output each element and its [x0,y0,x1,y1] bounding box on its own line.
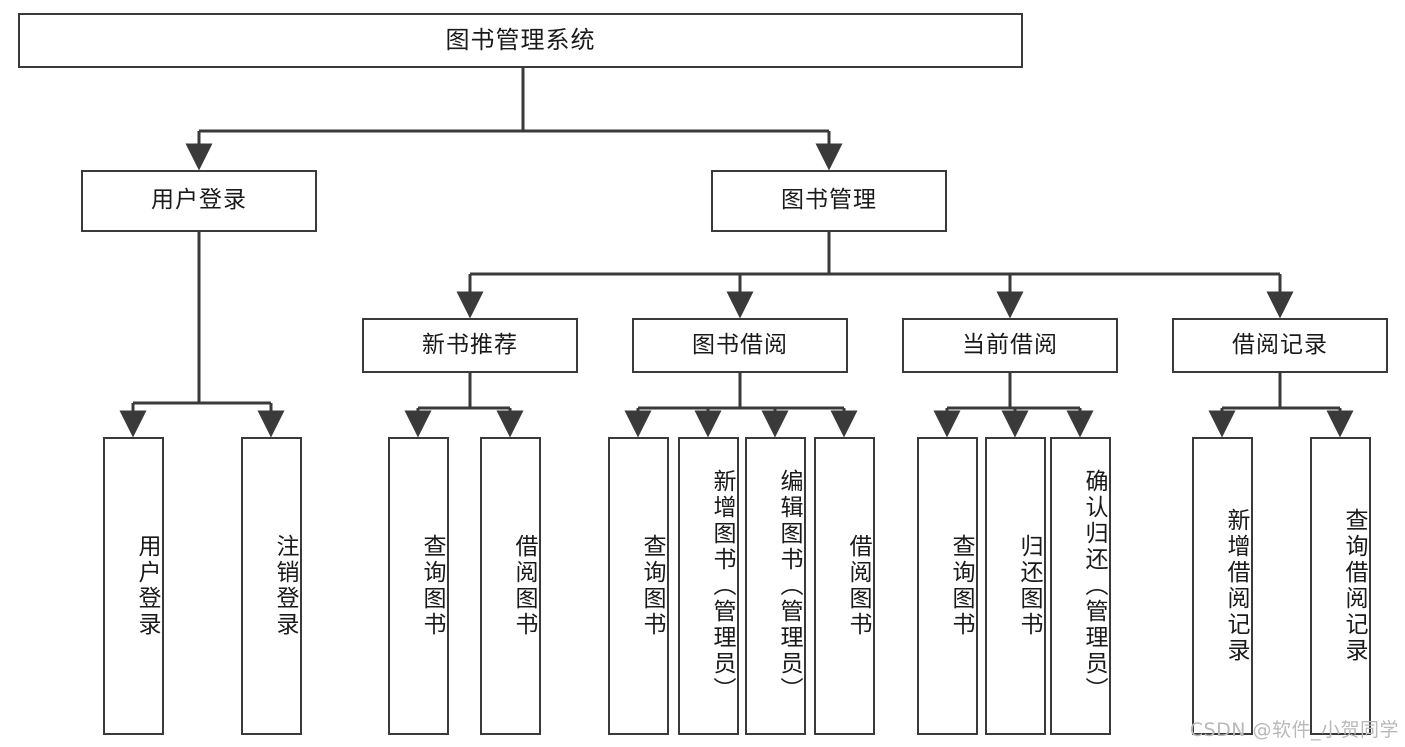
node-user-login-label: 用户登录 [151,187,247,214]
node-leaf-add-borrow-record-label: 新增借阅记录 [1223,508,1249,664]
node-leaf-return-book-label: 归还图书 [1016,534,1042,638]
node-leaf-confirm-return-admin-label: 确认归还（管理员） [1081,469,1107,703]
node-borrow-record-label: 借阅记录 [1232,331,1328,358]
node-leaf-query-borrow-record[interactable]: 查询借阅记录 [1310,437,1371,735]
node-borrow-record[interactable]: 借阅记录 [1172,318,1388,373]
node-leaf-user-login[interactable]: 用户登录 [103,437,164,735]
node-current-borrow[interactable]: 当前借阅 [902,318,1118,373]
node-leaf-borrow-book[interactable]: 借阅图书 [814,437,875,735]
node-leaf-query-book-borrow[interactable]: 查询图书 [608,437,669,735]
node-leaf-query-book-recommend-label: 查询图书 [419,534,445,638]
node-leaf-query-borrow-record-label: 查询借阅记录 [1341,508,1367,664]
node-book-borrow[interactable]: 图书借阅 [632,318,848,373]
node-book-management-label: 图书管理 [781,187,877,214]
node-leaf-query-book-borrow-label: 查询图书 [639,534,665,638]
node-root-system-label: 图书管理系统 [445,26,596,55]
node-leaf-logout-login[interactable]: 注销登录 [241,437,302,735]
node-leaf-edit-book-admin-label: 编辑图书（管理员） [776,469,802,703]
node-current-borrow-label: 当前借阅 [962,331,1058,358]
node-leaf-borrow-book-recommend[interactable]: 借阅图书 [480,437,541,735]
node-leaf-confirm-return-admin[interactable]: 确认归还（管理员） [1050,437,1111,735]
node-leaf-query-book-current[interactable]: 查询图书 [917,437,978,735]
node-book-borrow-label: 图书借阅 [692,331,788,358]
node-root-system[interactable]: 图书管理系统 [18,13,1023,68]
node-leaf-query-book-recommend[interactable]: 查询图书 [388,437,449,735]
node-user-login[interactable]: 用户登录 [81,170,317,232]
node-leaf-add-book-admin-label: 新增图书（管理员） [709,469,735,703]
node-leaf-logout-login-label: 注销登录 [272,534,298,638]
node-book-management[interactable]: 图书管理 [711,170,947,232]
node-new-book-recommend-label: 新书推荐 [422,331,518,358]
node-leaf-borrow-book-recommend-label: 借阅图书 [511,534,537,638]
node-leaf-user-login-label: 用户登录 [134,534,160,638]
node-leaf-edit-book-admin[interactable]: 编辑图书（管理员） [745,437,806,735]
node-leaf-return-book[interactable]: 归还图书 [985,437,1046,735]
node-leaf-add-book-admin[interactable]: 新增图书（管理员） [678,437,739,735]
node-new-book-recommend[interactable]: 新书推荐 [362,318,578,373]
csdn-watermark: CSDN @软件_小贺同学 [1189,719,1399,741]
node-leaf-query-book-current-label: 查询图书 [948,534,974,638]
node-leaf-add-borrow-record[interactable]: 新增借阅记录 [1192,437,1253,735]
node-leaf-borrow-book-label: 借阅图书 [845,534,871,638]
